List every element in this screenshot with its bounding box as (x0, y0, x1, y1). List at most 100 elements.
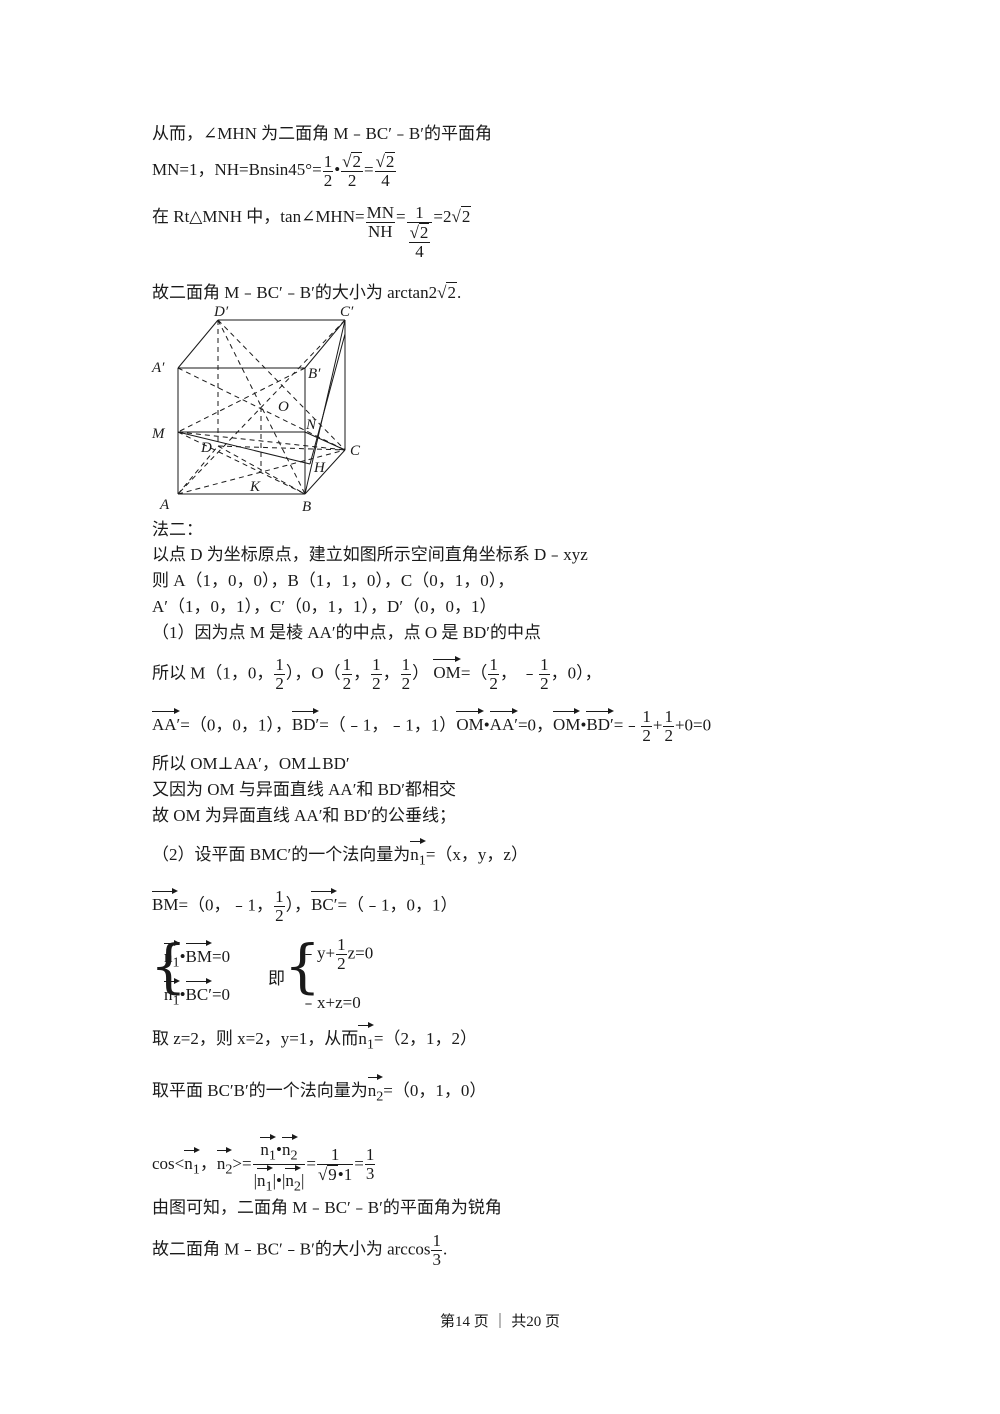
equation-row: ﹣x+z=0 (300, 993, 361, 1012)
vector-om: OM (433, 656, 462, 683)
vector-aa-prime: AA′ (152, 708, 181, 735)
label-o: O (278, 399, 289, 415)
denominator: 2 (642, 726, 651, 745)
vector-n2: n2 (367, 1074, 383, 1106)
denominator: 2 (337, 954, 346, 973)
cube-figure: D′ C′ A′ B′ O M N D C H K A B (151, 304, 361, 515)
text: =（0，﹣1， (178, 895, 274, 915)
text: z=0 (347, 943, 374, 963)
text: 取 z=2，则 x=2，y=1，从而 (152, 1029, 359, 1048)
dot-operator: • (580, 715, 587, 735)
minus-sign: ﹣ (521, 663, 539, 683)
text: =（﹣1，﹣1，1） (319, 715, 457, 735)
text: 故二面角 M﹣BC′﹣B′的大小为 arccos (152, 1239, 431, 1259)
text: 故二面角 M﹣BC′﹣B′的大小为 arctan2 (152, 283, 438, 302)
vector-bm: BM (185, 940, 213, 967)
numerator: 1 (663, 707, 674, 727)
vector-n2: n2 (281, 1134, 298, 1164)
vector-aa-prime: AA′ (489, 708, 519, 735)
subscript: 2 (225, 1161, 233, 1178)
vector-letter: n (164, 985, 173, 1004)
denominator: 2 (323, 170, 333, 190)
dot-operator: • (483, 715, 490, 735)
subscript: 1 (268, 1147, 276, 1164)
label-d: D (200, 440, 212, 456)
numerator: 1 (371, 655, 382, 675)
vector-n1: n1 (358, 1022, 374, 1054)
text: 即 (268, 969, 285, 988)
vector-bc-prime: BC′ (311, 888, 338, 915)
numerator: 1 (488, 655, 499, 675)
label-a: A (159, 497, 170, 513)
text: 取平面 BC′B′的一个法向量为 (152, 1081, 368, 1100)
left-brace: { (150, 932, 187, 1000)
subscript: 1 (265, 1178, 273, 1195)
text: =（﹣1，0，1） (337, 895, 458, 915)
text: =（0，0，1）， (180, 715, 292, 735)
radicand: 2 (351, 152, 362, 171)
vector-letter: n (260, 1140, 269, 1159)
denominator: 3 (432, 1250, 441, 1269)
denominator: 2 (401, 674, 411, 693)
text-line: 由图可知，二面角 M﹣BC′﹣B′的平面角为锐角 (152, 1198, 502, 1217)
page-footer: 第14 页 ｜ 共20 页 (439, 1314, 560, 1330)
fraction: n1•n2|n1|•|n2| (252, 1134, 306, 1196)
numerator: n1•n2 (252, 1134, 306, 1166)
vector-letter: n (281, 1140, 291, 1159)
numerator: 1 (641, 707, 652, 727)
dot-operator: • (337, 1164, 344, 1184)
subscript: 1 (366, 1036, 374, 1053)
text-line: 从而，∠MHN 为二面角 M﹣BC′﹣B′的平面角 (152, 124, 492, 143)
comma: ， (499, 663, 517, 683)
text-line: （1）因为点 M 是棱 AA′的中点，点 O 是 BD′的中点 (152, 623, 541, 642)
vector-n1: n1 (164, 940, 180, 971)
subscript: 2 (290, 1147, 298, 1164)
vector-n2: n2 (216, 1146, 233, 1179)
numerator: 1 (336, 935, 347, 955)
text: =0 (212, 947, 231, 966)
text: =（0，1，0） (383, 1081, 487, 1100)
text: MN=1，NH=Bnsin45°= (152, 159, 322, 179)
denominator: 3 (365, 1164, 375, 1184)
text-line: 以点 D 为坐标原点，建立如图所示空间直角坐标系 D﹣xyz (152, 545, 588, 564)
numerator: 1 (274, 655, 285, 675)
text: =（x，y，z） (425, 845, 528, 864)
radicand: 2 (460, 206, 472, 226)
dot-operator: • (276, 1140, 282, 1159)
text-line: 取 z=2，则 x=2，y=1，从而n1=（2，1，2） (152, 1022, 477, 1054)
denominator: 4 (415, 242, 424, 261)
comma: ， (199, 1153, 217, 1173)
label-b-prime: B′ (308, 366, 321, 382)
vector-letter: n (216, 1153, 226, 1173)
text: =2 (433, 207, 452, 226)
text-line: 又因为 OM 与异面直线 AA′和 BD′都相交 (152, 780, 456, 799)
vector-n2: n2 (285, 1165, 301, 1195)
subscript: 1 (418, 852, 426, 869)
radicand: 9 (327, 1164, 338, 1184)
numerator: 1 (400, 655, 412, 675)
text-line: 故二面角 M﹣BC′﹣B′的大小为 arctan2√2. (152, 282, 462, 302)
vector-n1: n1 (164, 978, 180, 1009)
text: =（2，1，2） (373, 1029, 477, 1048)
label-b: B (302, 499, 311, 515)
number: 1 (343, 1164, 353, 1184)
text-line: （2）设平面 BMC′的一个法向量为n1=（x，y，z） (152, 838, 528, 870)
vector-bc-prime: BC′ (185, 978, 213, 1005)
vector-bd-prime: BD′ (291, 708, 320, 735)
